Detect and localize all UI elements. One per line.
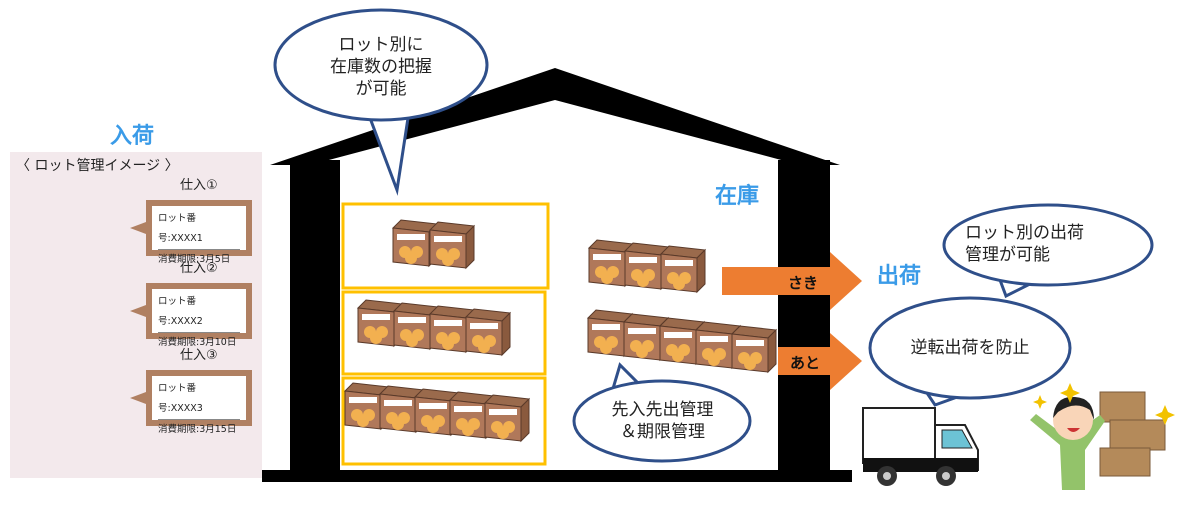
bubble-line: ＆期限管理 <box>620 422 705 442</box>
lot-number: ロット番号:XXXX2 <box>158 292 240 333</box>
cookie-box-icon <box>659 245 707 294</box>
lot-card: ロット番号:XXXX1 消費期限:3月5日 <box>146 200 252 265</box>
arrow-later <box>778 333 862 390</box>
speech-bubbles <box>273 8 1154 463</box>
bubble-prevent-text: 逆転出荷を防止 <box>910 338 1030 358</box>
delivery-truck-icon <box>862 407 979 486</box>
lot-card: ロット番号:XXXX2 消費期限:3月10日 <box>146 283 252 348</box>
arrow-first <box>722 252 862 310</box>
cookie-box-icon <box>428 221 476 270</box>
arrow-first-label: さき <box>788 274 819 292</box>
lot-card-body: ロット番号:XXXX3 消費期限:3月15日 <box>152 376 246 435</box>
cookie-box-icon <box>356 299 404 348</box>
bubble-line: 先入先出管理 <box>611 400 714 420</box>
lot-card: ロット番号:XXXX3 消費期限:3月15日 <box>146 370 252 435</box>
bubble-fifo-text: 先入先出管理 ＆期限管理 <box>580 399 745 443</box>
warehouse <box>262 68 852 482</box>
stock-title: 在庫 <box>715 184 760 209</box>
lot-card-body: ロット番号:XXXX1 消費期限:3月5日 <box>152 206 246 265</box>
lot-card-pointer <box>130 305 146 317</box>
lot-card-body: ロット番号:XXXX2 消費期限:3月10日 <box>152 289 246 348</box>
bubble-lot-stock <box>367 116 410 196</box>
lot-label: 仕入① <box>180 178 218 193</box>
bubble-line: ロット別に <box>338 35 424 55</box>
bubble-line: が可能 <box>355 79 407 99</box>
cookie-box-icon <box>464 308 512 357</box>
outbound-title: 出荷 <box>877 264 922 289</box>
lot-number: ロット番号:XXXX1 <box>158 209 240 250</box>
bubble-lot-ship-text: ロット別の出荷 管理が可能 <box>965 222 1135 266</box>
inbound-title: 入荷 <box>110 124 155 149</box>
lot-card-pointer <box>130 392 146 404</box>
lot-expiry: 消費期限:3月10日 <box>158 337 237 348</box>
bubble-line: ロット別の出荷 <box>965 223 1084 243</box>
lot-card-pointer <box>130 222 146 234</box>
cookie-box-icon <box>658 317 706 366</box>
lot-expiry: 消費期限:3月5日 <box>158 254 231 265</box>
lot-label: 仕入② <box>180 261 218 276</box>
lot-label: 仕入③ <box>180 348 218 363</box>
lot-expiry: 消費期限:3月15日 <box>158 424 237 435</box>
shelf-1 <box>341 202 550 290</box>
cookie-box-icon <box>730 325 778 374</box>
lot-number: ロット番号:XXXX3 <box>158 379 240 420</box>
shelf-3 <box>341 376 547 466</box>
bubble-line: 在庫数の把握 <box>330 57 432 77</box>
shelf-2 <box>341 290 547 376</box>
cookie-box-icon <box>483 394 531 443</box>
bubble-lot-stock-text: ロット別に 在庫数の把握 が可能 <box>290 34 472 100</box>
arrow-later-label: あと <box>790 354 821 372</box>
happy-person-icon <box>1030 383 1175 490</box>
lot-panel-title: 〈 ロット管理イメージ 〉 <box>16 158 179 174</box>
bubble-line: 管理が可能 <box>965 245 1050 265</box>
shelves <box>341 202 550 466</box>
